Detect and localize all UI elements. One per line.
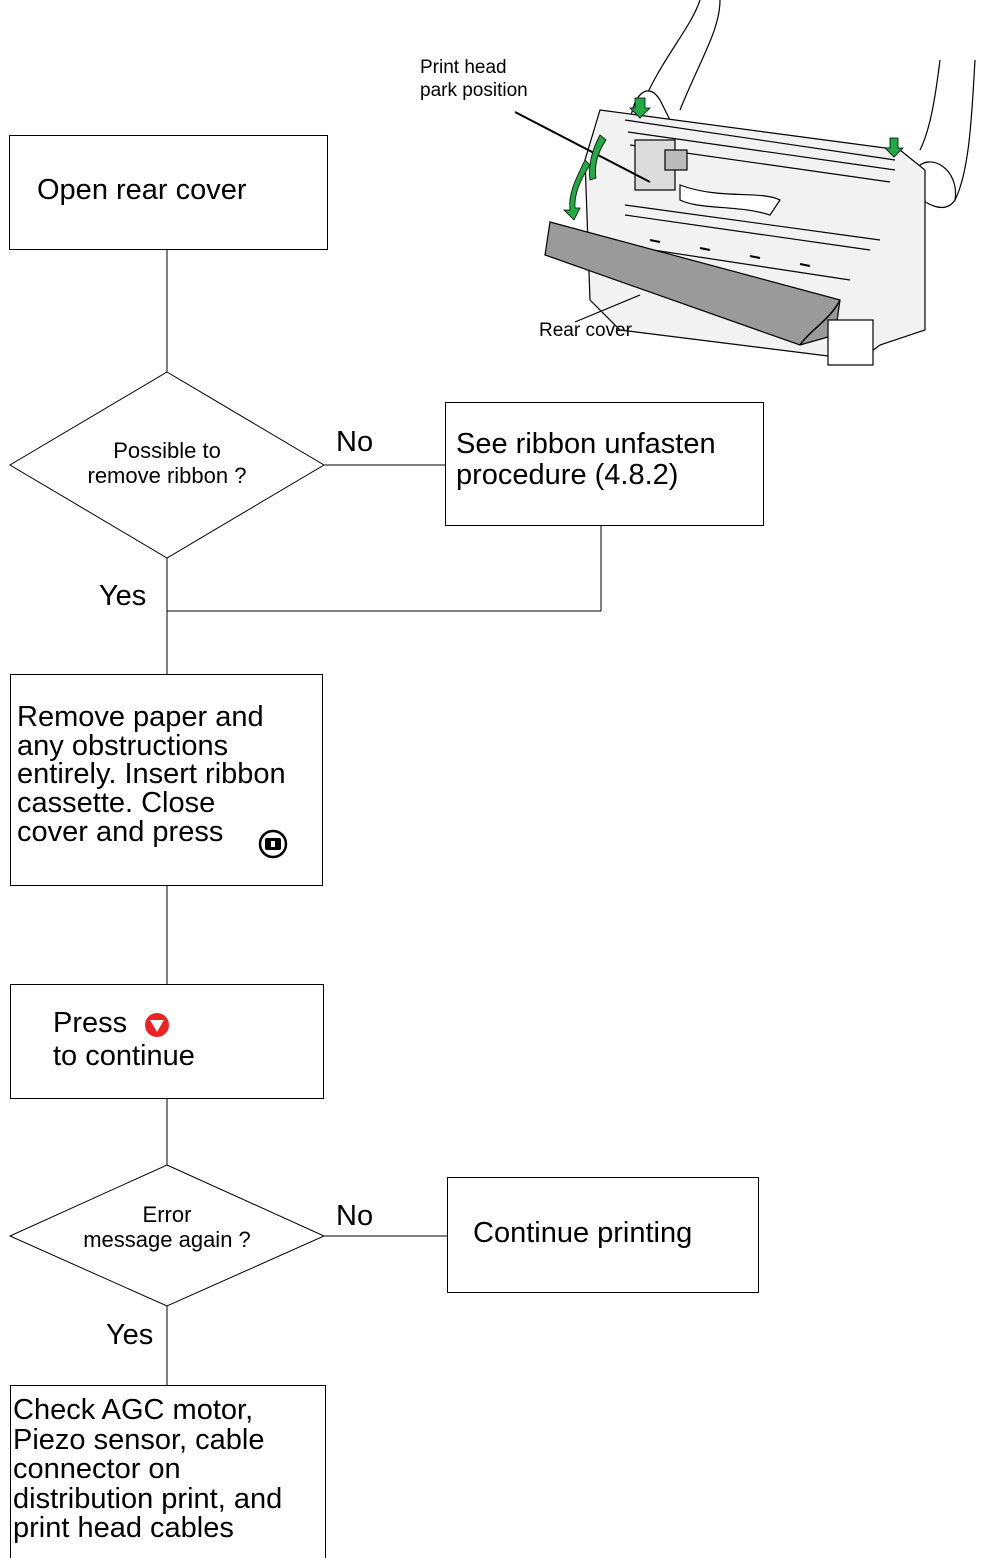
step-press-continue: Press to continue bbox=[10, 984, 324, 1099]
callout-print-head: Print head park position bbox=[420, 57, 528, 101]
step-see-procedure: See ribbon unfasten procedure (4.8.2) bbox=[445, 402, 764, 526]
step-remove-paper: Remove paper and any obstructions entire… bbox=[10, 674, 323, 886]
lock-button-icon bbox=[258, 829, 288, 859]
green-arrows bbox=[563, 97, 904, 221]
step-check-agc-label: Check AGC motor, Piezo sensor, cable con… bbox=[13, 1394, 283, 1545]
curved-arrow-upper bbox=[589, 134, 607, 181]
red-down-triangle-icon bbox=[145, 1013, 169, 1037]
branch-error-yes: Yes bbox=[106, 1319, 154, 1351]
callout-rear-cover: Rear cover bbox=[539, 320, 632, 341]
step-continue-printing: Continue printing bbox=[447, 1177, 759, 1293]
callout-leader-head bbox=[514, 111, 651, 183]
down-arrow-left bbox=[629, 97, 651, 119]
step-remove-paper-label: Remove paper and any obstructions entire… bbox=[17, 701, 286, 848]
step-press-suffix: to continue bbox=[53, 1040, 195, 1072]
printer-illustration bbox=[514, 0, 976, 366]
step-press-prefix: Press bbox=[53, 1007, 128, 1039]
step-open-rear-cover-label: Open rear cover bbox=[37, 174, 247, 206]
right-arm-outline bbox=[919, 59, 941, 151]
step-check-agc: Check AGC motor, Piezo sensor, cable con… bbox=[10, 1385, 326, 1558]
decision-error-label: Error message again ? bbox=[83, 1202, 251, 1253]
callout-leader-cover bbox=[574, 294, 641, 323]
step-continue-printing-label: Continue printing bbox=[473, 1217, 693, 1249]
rear-cover bbox=[544, 221, 841, 346]
branch-ribbon-yes: Yes bbox=[99, 580, 147, 612]
branch-ribbon-no: No bbox=[336, 426, 374, 458]
step-see-procedure-label: See ribbon unfasten procedure (4.8.2) bbox=[456, 428, 716, 491]
step-open-rear-cover: Open rear cover bbox=[9, 135, 328, 250]
down-arrow-right bbox=[884, 137, 904, 158]
branch-error-no: No bbox=[336, 1200, 374, 1232]
decision-ribbon-label: Possible to remove ribbon ? bbox=[87, 438, 247, 489]
curved-arrow-lower bbox=[563, 159, 591, 221]
